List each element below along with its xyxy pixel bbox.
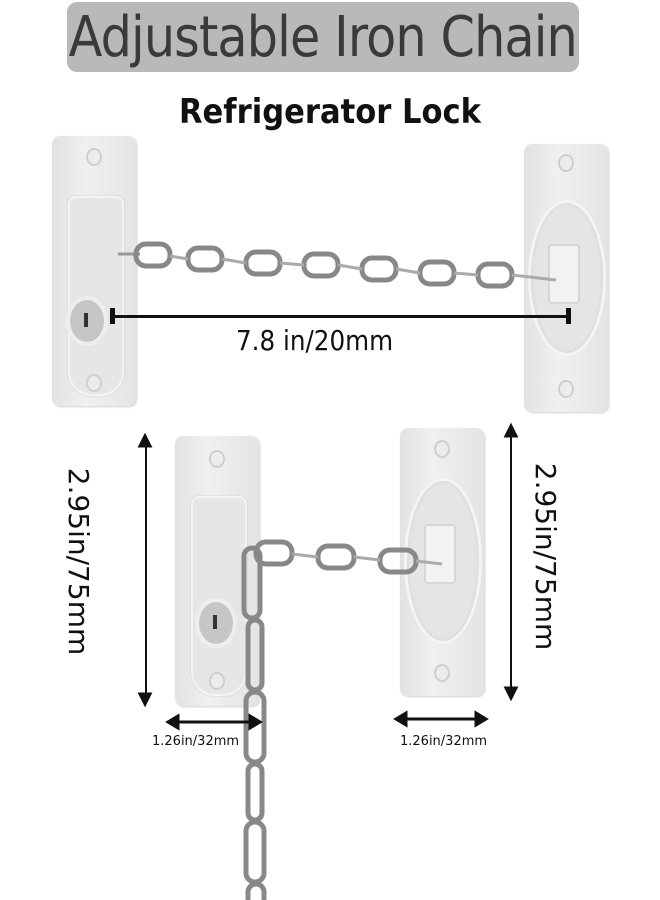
dimension-end-cap <box>110 308 115 324</box>
product-title: Adjustable Iron Chain <box>68 4 578 70</box>
plate-width-label-left: 1.26in/32mm <box>152 734 240 749</box>
latch-slider <box>68 196 124 396</box>
screw-hole-icon <box>434 664 450 682</box>
screw-hole-icon <box>558 154 574 172</box>
left-latch-plate <box>52 136 136 406</box>
title-banner: Adjustable Iron Chain <box>67 2 579 72</box>
anchor-knob <box>424 524 456 584</box>
chain-length-dimension-line <box>112 315 570 318</box>
screw-hole-icon <box>209 672 225 690</box>
height-dimension-line-right <box>510 428 512 696</box>
screw-hole-icon <box>558 380 574 398</box>
chain-length-label: 7.8 in/20mm <box>236 324 394 357</box>
keyhole-icon <box>195 598 237 648</box>
screw-hole-icon <box>434 440 450 458</box>
height-dimension-line-left <box>145 440 147 702</box>
screw-hole-icon <box>86 374 102 392</box>
anchor-knob <box>548 244 580 304</box>
screw-hole-icon <box>86 148 102 166</box>
keyhole-icon <box>66 296 108 346</box>
dimension-end-cap <box>566 308 571 324</box>
latch-slider <box>191 496 247 696</box>
plate-width-label-right: 1.26in/32mm <box>400 734 488 749</box>
product-subtitle: Refrigerator Lock <box>178 92 482 132</box>
screw-hole-icon <box>209 450 225 468</box>
